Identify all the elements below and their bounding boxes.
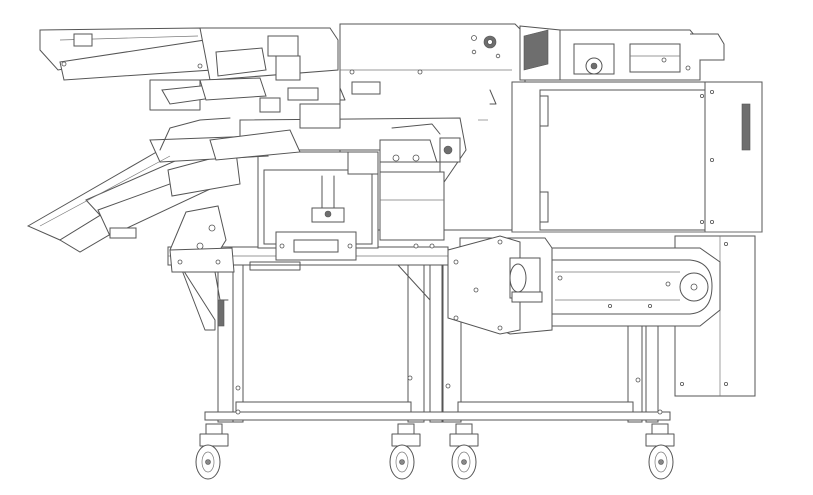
caster-wheel-1 (195, 423, 229, 480)
drive-assembly (519, 25, 725, 81)
folding-roller-unit (447, 235, 553, 335)
roller-brackets (169, 205, 235, 327)
fastener-bolts (61, 61, 663, 415)
caster-wheel-3 (449, 423, 479, 480)
feed-tables (39, 27, 339, 111)
caster-wheel-4 (645, 423, 675, 480)
caster-wheels (195, 423, 675, 480)
fold-plate-frame (257, 151, 445, 261)
delivery-conveyor (547, 247, 721, 327)
main-cabinet (511, 81, 763, 233)
caster-wheel-2 (389, 423, 421, 480)
fold-plates (26, 117, 301, 253)
internal-mechanism (239, 97, 467, 189)
